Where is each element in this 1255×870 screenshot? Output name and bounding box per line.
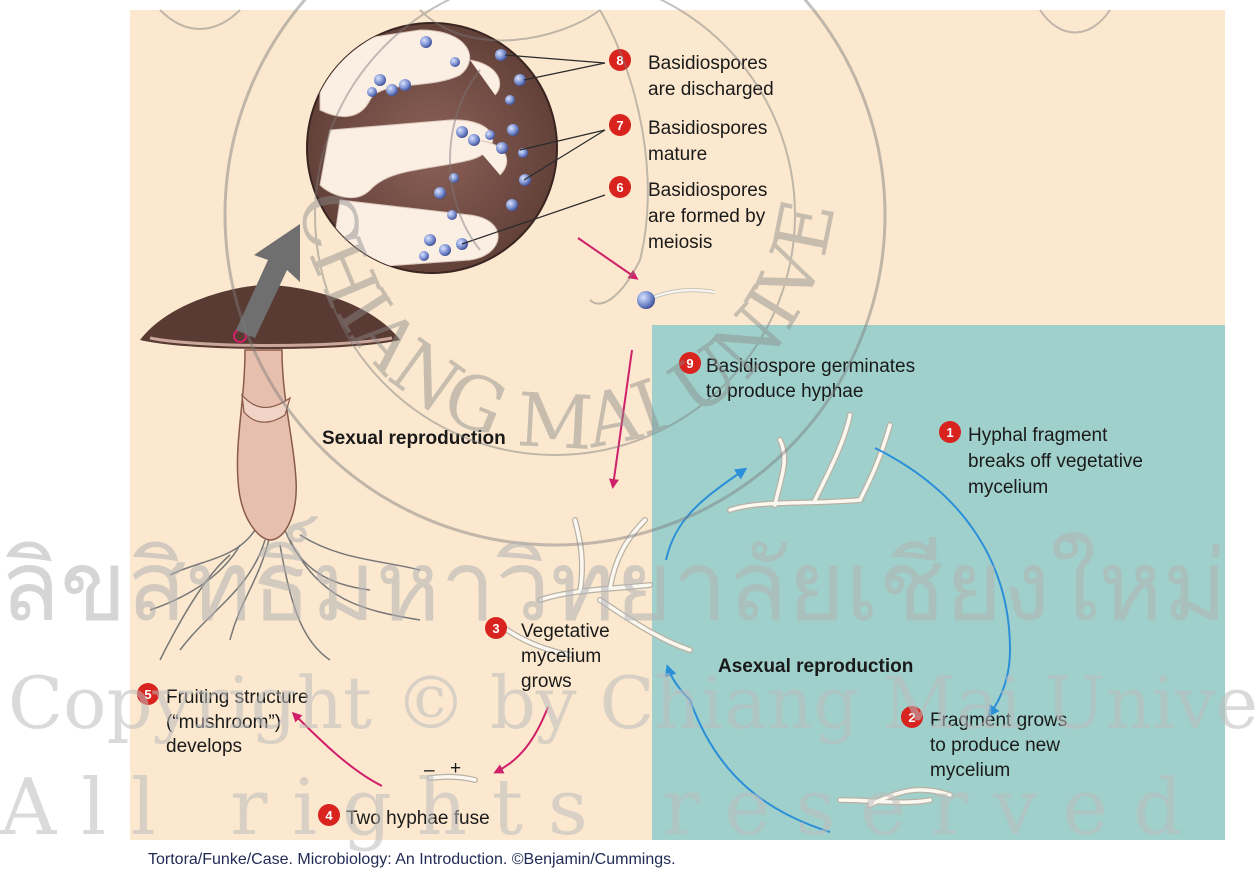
step-1-number: 1: [946, 425, 953, 440]
step-6-line3: meiosis: [648, 232, 712, 253]
step-1-line1: Hyphal fragment: [968, 425, 1108, 446]
step-1-line2: breaks off vegetative: [968, 451, 1143, 472]
watermark-thai: ลิขสิทธิ์มหาวิทยาลัยเชียงใหม่: [0, 515, 1227, 644]
step-6-line2: are formed by: [648, 206, 766, 227]
watermark-rights: A l l r i g h t s r e s e r v e d: [0, 763, 1183, 853]
watermark-copyright: Copyright © by Chiang Mai University: [8, 661, 1255, 745]
step-7-line1: Basidiospores: [648, 118, 767, 139]
source-credit: Tortora/Funke/Case. Microbiology: An Int…: [148, 851, 676, 868]
step-1-line3: mycelium: [968, 477, 1048, 498]
step-7-number: 7: [616, 118, 623, 133]
step-8-line1: Basidiospores: [648, 53, 767, 74]
step-6-number: 6: [616, 180, 623, 195]
step-6-line1: Basidiospores: [648, 180, 767, 201]
copyright-watermark: ลิขสิทธิ์มหาวิทยาลัยเชียงใหม่ Copyright …: [0, 515, 1255, 853]
step-7-line2: mature: [648, 144, 707, 165]
